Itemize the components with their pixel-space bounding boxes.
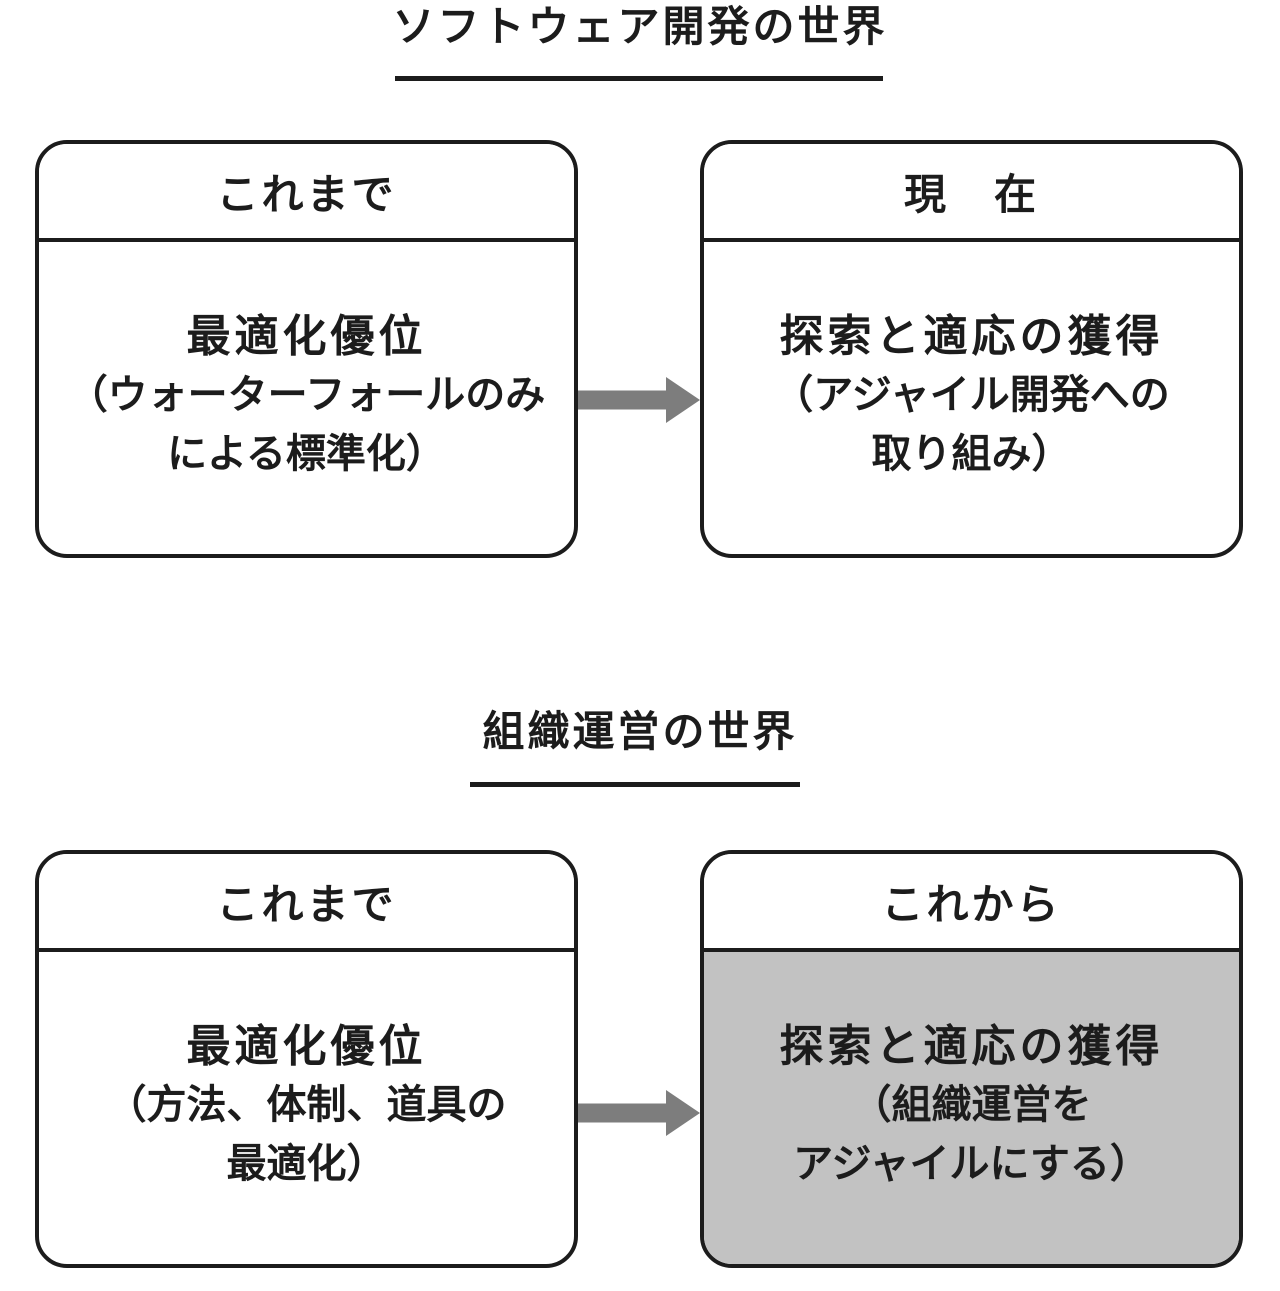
body-line: 取り組み）: [871, 431, 1072, 476]
section-title-organization: 組織運営の世界: [482, 708, 798, 755]
box-header: これまで: [39, 144, 574, 242]
box-header: 現 在: [704, 144, 1239, 242]
title-underline: [470, 782, 800, 787]
body-line: 最適化優位: [186, 1021, 427, 1071]
box-body-highlighted: 探索と適応の獲得 （組織運営を アジャイルにする）: [704, 952, 1239, 1264]
arrow-right-icon: [578, 1090, 700, 1136]
box-organization-future: これから 探索と適応の獲得 （組織運営を アジャイルにする）: [700, 850, 1243, 1268]
body-line: （組織運営を: [851, 1082, 1092, 1127]
body-line: 最適化）: [226, 1141, 387, 1186]
body-line: （方法、体制、道具の: [106, 1082, 507, 1127]
box-body: 最適化優位 （ウォーターフォールのみ による標準化）: [39, 242, 574, 554]
body-line: アジャイルにする）: [793, 1141, 1150, 1186]
body-line: 探索と適応の獲得: [779, 311, 1164, 361]
body-line: 探索と適応の獲得: [779, 1021, 1164, 1071]
body-line: による標準化）: [167, 431, 446, 476]
box-organization-past: これまで 最適化優位 （方法、体制、道具の 最適化）: [35, 850, 578, 1268]
body-line: 最適化優位: [186, 311, 427, 361]
box-body: 最適化優位 （方法、体制、道具の 最適化）: [39, 952, 574, 1264]
box-header: これから: [704, 854, 1239, 952]
body-line: （ウォーターフォールのみ: [67, 372, 546, 417]
box-body: 探索と適応の獲得 （アジャイル開発への 取り組み）: [704, 242, 1239, 554]
box-software-past: これまで 最適化優位 （ウォーターフォールのみ による標準化）: [35, 140, 578, 558]
section-title-software: ソフトウェア開発の世界: [392, 3, 888, 50]
box-software-present: 現 在 探索と適応の獲得 （アジャイル開発への 取り組み）: [700, 140, 1243, 558]
arrow-right-icon: [578, 377, 700, 423]
box-header: これまで: [39, 854, 574, 952]
title-underline: [395, 76, 883, 81]
body-line: （アジャイル開発への: [773, 372, 1170, 417]
